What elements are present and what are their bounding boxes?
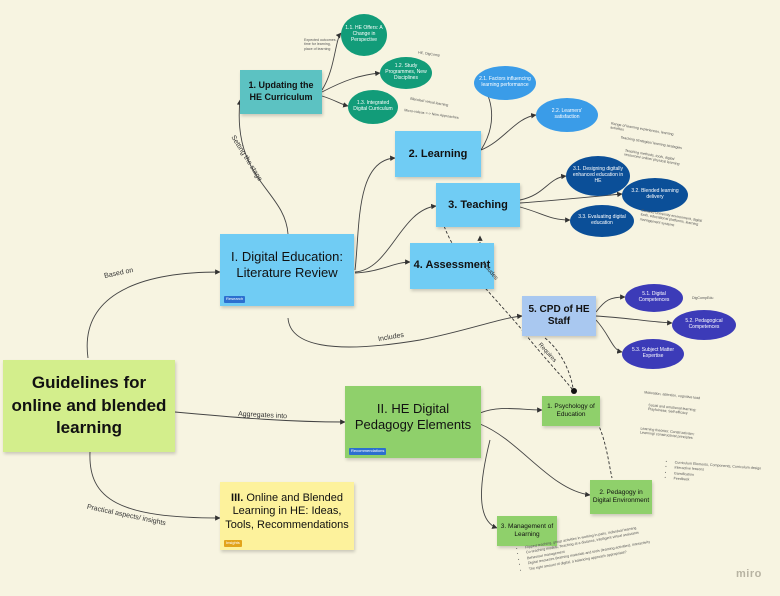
elements-title: II. HE Digital Pedagogy Elements: [354, 401, 472, 432]
main-title: Guidelines for online and blended learni…: [11, 372, 167, 438]
psychology-title: 1. Psychology of Education: [547, 402, 595, 418]
oval-c1-label: 1.1. HE Offers: A Change in Perspective: [345, 25, 383, 43]
edge-main-online: [89, 451, 221, 521]
edge-teach-t2: [519, 191, 623, 204]
oval-p1-label: 5.1. Digital Competences: [638, 291, 670, 303]
edge-teach-t1: [519, 173, 567, 201]
edge-elem-ped: [479, 423, 591, 498]
note-c1: Expected outcomes, time for learning, pl…: [304, 38, 337, 51]
oval-p3-label: 5.3. Subject Matter Expertise: [632, 347, 674, 359]
oval-l2-label: 2.2. Learners' satisfaction: [551, 108, 583, 120]
cpd-node[interactable]: 5. CPD of HE Staff: [522, 296, 596, 336]
cpd-title: 5. CPD of HE Staff: [528, 303, 590, 328]
review-tag: Research: [224, 296, 246, 303]
oval-l1-label: 2.1. Factors influencing learning perfor…: [479, 76, 531, 88]
edge-elem-mgmt: [481, 439, 498, 529]
edge-review-cpd: [287, 313, 523, 348]
online-node[interactable]: III. Online and Blended Learning in HE: …: [220, 482, 354, 550]
management-node[interactable]: 3. Management of Learning: [497, 516, 557, 546]
oval-t3[interactable]: 3.3. Evaluating digital education: [570, 205, 634, 237]
oval-p1[interactable]: 5.1. Digital Competences: [625, 284, 683, 312]
edge-teach-t3: [519, 206, 571, 223]
elements-tag: Recommendations: [349, 448, 387, 455]
oval-p2[interactable]: 5.2. Pedagogical Competences: [672, 310, 736, 340]
edge-curr-c3: [321, 95, 349, 108]
review-title: I. Digital Education: Literature Review: [230, 249, 343, 280]
oval-t2[interactable]: 3.2. Blended learning delivery: [622, 178, 688, 212]
oval-c2-label: 1.2. Study Programmes, New Disciplines: [385, 63, 427, 81]
oval-p2-label: 5.2. Pedagogical Competences: [685, 318, 723, 330]
pedagogy-title: 2. Pedagogy in Digital Environment: [592, 488, 650, 504]
oval-l1[interactable]: 2.1. Factors influencing learning perfor…: [474, 66, 536, 100]
oval-c3[interactable]: 1.3. Integrated Digital Curriculum: [348, 90, 398, 124]
miro-watermark: miro: [736, 568, 762, 580]
curriculum-title: 1. Updating the HE Curriculum: [248, 80, 314, 102]
oval-c1[interactable]: 1.1. HE Offers: A Change in Perspective: [341, 14, 387, 56]
oval-t1[interactable]: 3.1. Designing digitally enhanced educat…: [566, 156, 630, 196]
edge-cpd-p2: [595, 315, 673, 326]
elements-node[interactable]: II. HE Digital Pedagogy Elements Recomme…: [345, 386, 481, 458]
oval-p3[interactable]: 5.3. Subject Matter Expertise: [622, 339, 684, 369]
learning-node[interactable]: 2. Learning: [395, 131, 481, 177]
edge-review-assessment: [354, 259, 411, 274]
review-node[interactable]: I. Digital Education: Literature Review …: [220, 234, 354, 306]
edge-review-teaching: [354, 203, 437, 273]
assessment-title: 4. Assessment: [413, 259, 491, 272]
online-tag: Insights: [224, 540, 242, 547]
edge-main-review: [86, 269, 221, 359]
learning-title: 2. Learning: [408, 148, 468, 160]
oval-c3-label: 1.3. Integrated Digital Curriculum: [353, 100, 393, 112]
online-title-wrap: III. Online and Blended Learning in HE: …: [224, 492, 350, 532]
edge-review-curriculum: [236, 99, 289, 235]
junction-dot: [571, 388, 577, 394]
online-title: Online and Blended Learning in HE: Ideas…: [225, 492, 349, 531]
edge-cpd-p1: [595, 294, 626, 313]
edge-main-elements: [174, 411, 346, 425]
oval-t1-label: 3.1. Designing digitally enhanced educat…: [572, 166, 624, 184]
teaching-title: 3. Teaching: [448, 199, 508, 211]
oval-t2-label: 3.2. Blended learning delivery: [631, 188, 679, 200]
edge-elem-psych: [479, 407, 543, 414]
oval-c2[interactable]: 1.2. Study Programmes, New Disciplines: [380, 57, 432, 89]
edge-review-learning: [354, 155, 396, 271]
oval-l2[interactable]: 2.2. Learners' satisfaction: [536, 98, 598, 132]
pedagogy-node[interactable]: 2. Pedagogy in Digital Environment: [590, 480, 652, 514]
note-p1: DigCompEdu: [692, 296, 714, 300]
oval-t3-label: 3.3. Evaluating digital education: [578, 214, 626, 226]
edge-cpd-p3: [595, 319, 623, 354]
guidelines-main-node[interactable]: Guidelines for online and blended learni…: [3, 360, 175, 452]
edge-curr-c1: [321, 32, 342, 91]
management-title: 3. Management of Learning: [500, 522, 554, 538]
online-title-num: III.: [231, 492, 244, 505]
edge-curr-c2: [321, 70, 381, 93]
curriculum-node[interactable]: 1. Updating the HE Curriculum: [240, 70, 322, 114]
psychology-node[interactable]: 1. Psychology of Education: [542, 396, 600, 426]
edge-learn-l2: [480, 113, 537, 151]
assessment-node[interactable]: 4. Assessment: [410, 243, 494, 289]
teaching-node[interactable]: 3. Teaching: [436, 183, 520, 227]
